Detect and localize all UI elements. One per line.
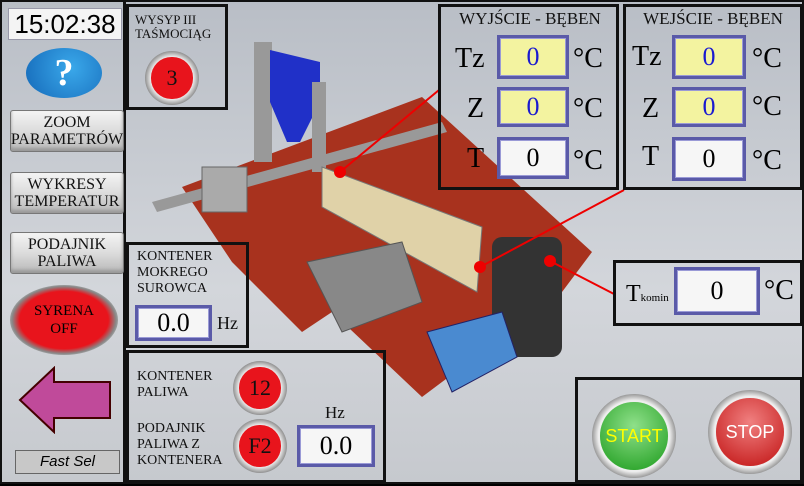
drum-output-panel: WYJŚCIE - BĘBEN Tz 0 °C Z 0 °C T 0 °C [438,4,619,190]
fuel-feeder-button[interactable]: PODAJNIK PALIWA [10,232,124,274]
stop-button[interactable]: STOP [708,390,792,474]
chimney [492,237,562,357]
t-label: T [642,141,660,172]
wet-material-frequency-field[interactable]: 0.0 [135,305,212,341]
z-label: Z [642,93,660,124]
fuel-container-indicator[interactable]: 12 [233,361,287,415]
start-button[interactable]: START [592,394,676,478]
wysyp-label: WYSYP III TAŚMOCIĄG [135,12,212,41]
fuel-container-label: KONTENER PALIWA [137,369,213,400]
unit: °C [573,43,603,74]
duct2 [312,82,326,172]
cyclone [270,50,320,142]
input-tz-field[interactable]: 0 [672,35,746,79]
clock: 15:02:38 [8,8,122,40]
siren-toggle-button[interactable]: SYRENA OFF [10,285,118,355]
fuel-container [426,311,518,393]
duct [254,42,272,162]
unit: °C [573,93,603,124]
wet-container [306,241,423,333]
hz-unit: Hz [217,313,238,333]
temperature-charts-button[interactable]: WYKRESY TEMPERATUR [10,172,124,214]
unit: °C [752,145,782,176]
drum-input-title: WEJŚCIE - BĘBEN [643,9,783,28]
fuel-feeder-indicator[interactable]: F2 [233,419,287,473]
zoom-parameters-button[interactable]: ZOOM PARAMETRÓW [10,110,124,152]
sidebar [2,2,126,482]
unit: °C [752,91,782,122]
fast-sel-button[interactable]: Fast Sel [15,450,120,474]
drum-output-title: WYJŚCIE - BĘBEN [459,9,601,28]
chimney-panel: Tkomin 0 °C [613,260,803,326]
hz-unit: Hz [325,403,345,422]
drum-input-panel: WEJŚCIE - BĘBEN Tz 0 °C Z 0 °C T 0 °C [623,4,803,190]
wet-material-label: KONTENER MOKREGO SUROWCA [137,249,213,296]
burner [201,166,248,213]
help-button[interactable]: ? [26,48,102,98]
fuel-feeder-frequency-field[interactable]: 0.0 [297,425,375,467]
output-t-field[interactable]: 0 [497,137,569,179]
control-panel: START STOP [575,377,803,483]
output-tz-field[interactable]: 0 [497,35,569,79]
unit: °C [573,145,603,176]
t-label: T [467,143,485,174]
output-z-field[interactable]: 0 [497,87,569,127]
z-label: Z [467,93,485,124]
tz-label: Tz [455,43,485,74]
unit: °C [752,43,782,74]
dryer-drum [321,166,483,293]
chimney-label: Tkomin [626,281,669,307]
wet-material-panel: KONTENER MOKREGO SUROWCA 0.0 Hz [126,242,249,348]
chimney-temp-field[interactable]: 0 [674,267,760,315]
wysyp-indicator[interactable]: 3 [145,51,199,105]
tz-label: Tz [632,41,662,72]
wysyp-panel: WYSYP III TAŚMOCIĄG 3 [126,4,228,110]
input-z-field[interactable]: 0 [672,87,746,127]
fuel-feeder-label: PODAJNIK PALIWA Z KONTENERA [137,421,223,468]
input-t-field[interactable]: 0 [672,137,746,181]
unit: °C [764,275,794,306]
back-arrow-icon[interactable] [18,366,114,434]
fuel-panel: KONTENER PALIWA 12 PODAJNIK PALIWA Z KON… [126,350,386,483]
